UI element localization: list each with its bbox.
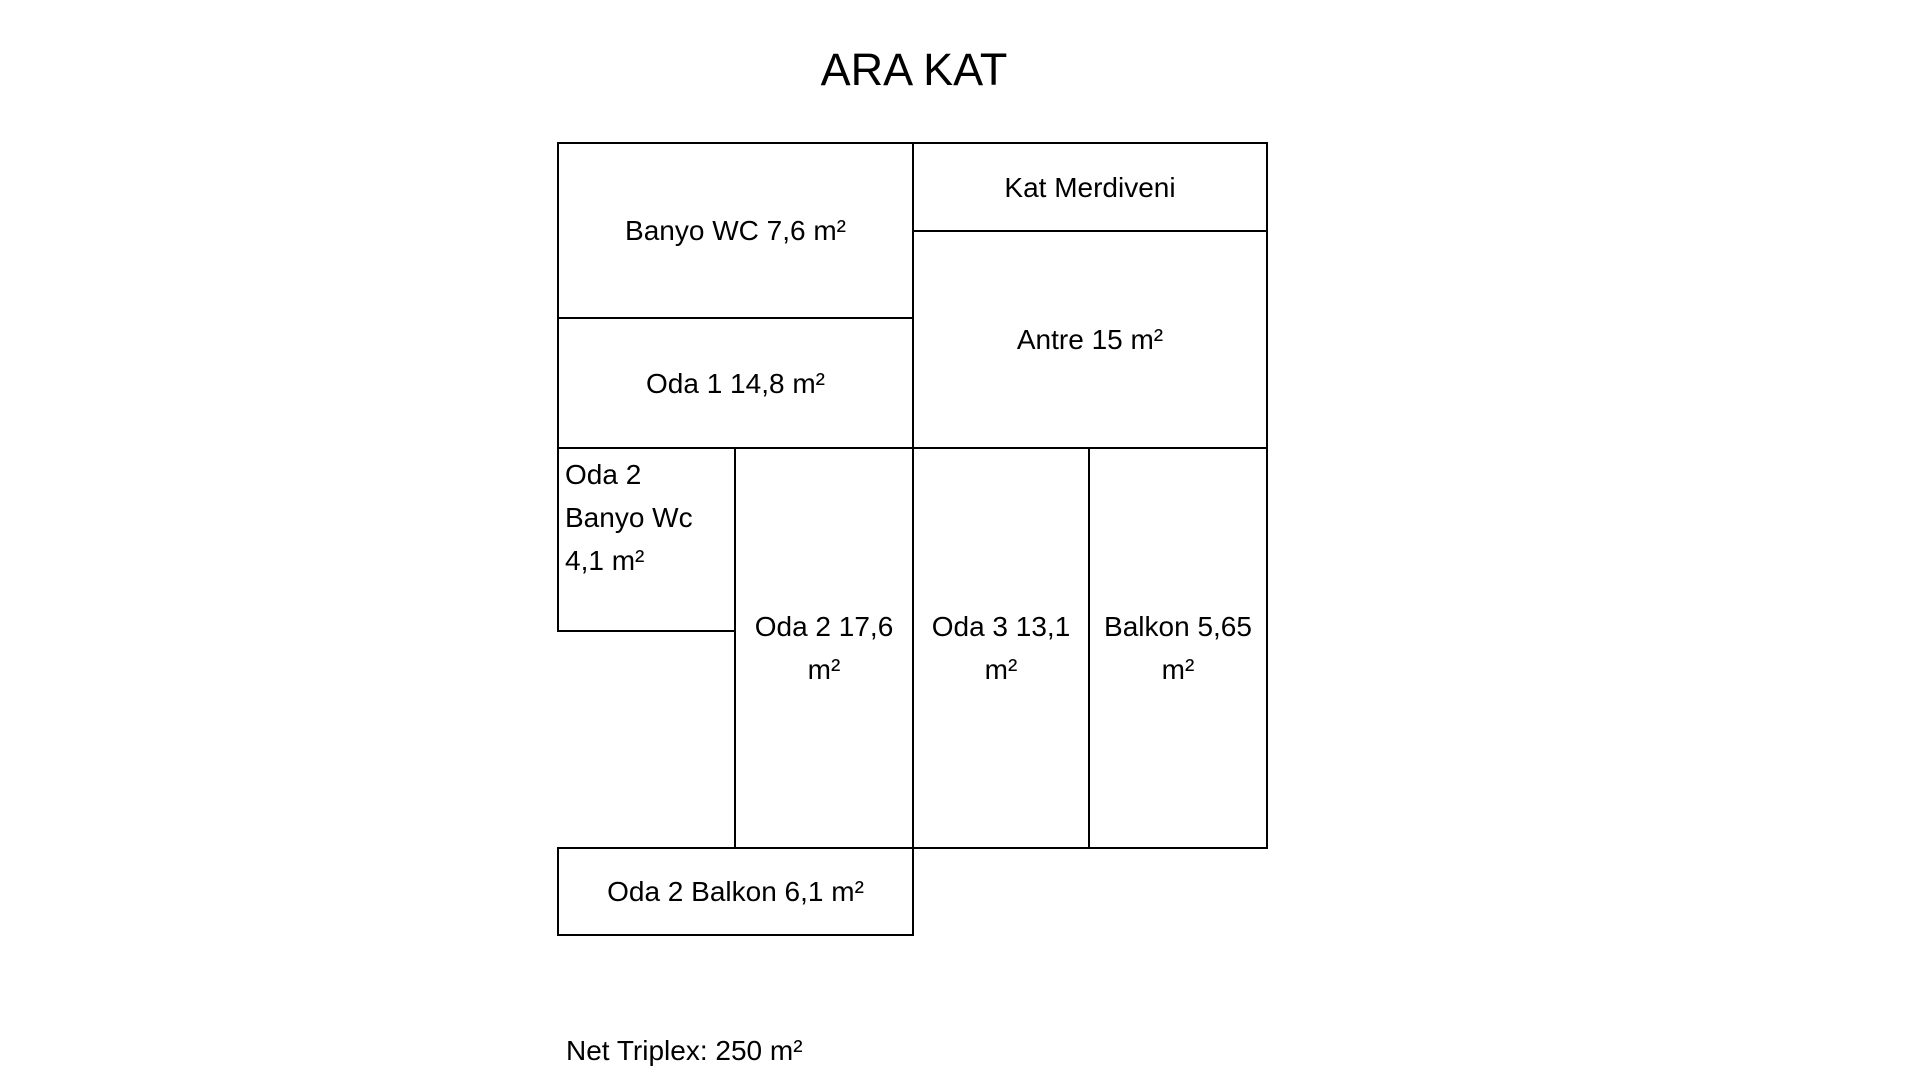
room-oda-3-label: Oda 3 13,1 m² [931, 611, 1071, 685]
room-oda-2-balkon: Oda 2 Balkon 6,1 m² [557, 847, 914, 936]
room-oda-2-banyo-wc-label: Oda 2 Banyo Wc 4,1 m² [565, 459, 693, 576]
room-banyo-wc-label: Banyo WC 7,6 m² [625, 215, 846, 246]
room-oda-2-banyo-wc: Oda 2 Banyo Wc 4,1 m² [557, 447, 736, 632]
room-oda-1: Oda 1 14,8 m² [557, 317, 914, 449]
room-oda-3: Oda 3 13,1 m² [912, 447, 1090, 849]
plan-title: ARA KAT [820, 44, 1008, 95]
room-balkon-label: Balkon 5,65 m² [1104, 611, 1252, 685]
room-kat-merdiveni-label: Kat Merdiveni [1004, 171, 1176, 203]
room-antre: Antre 15 m² [912, 230, 1268, 449]
net-area-note: Net Triplex: 250 m² [566, 1035, 803, 1066]
room-balkon: Balkon 5,65 m² [1088, 447, 1268, 849]
room-oda-2: Oda 2 17,6 m² [734, 447, 914, 849]
room-oda-1-label: Oda 1 14,8 m² [646, 367, 825, 399]
room-banyo-wc: Banyo WC 7,6 m² [557, 142, 914, 319]
room-kat-merdiveni: Kat Merdiveni [912, 142, 1268, 232]
room-antre-label: Antre 15 m² [1016, 324, 1164, 355]
room-oda-2-balkon-label: Oda 2 Balkon 6,1 m² [607, 876, 864, 907]
room-oda-2-label: Oda 2 17,6 m² [754, 611, 894, 685]
